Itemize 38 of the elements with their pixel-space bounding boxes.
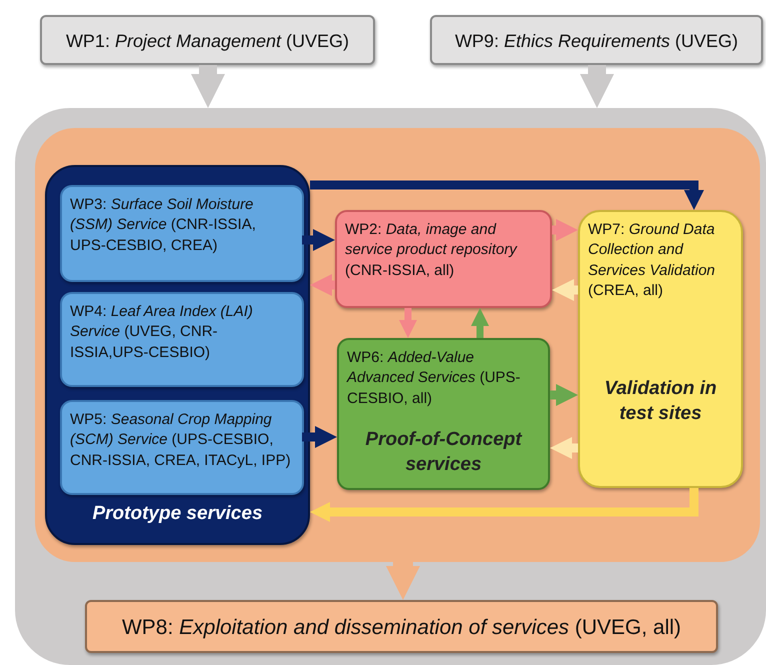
package-title: WP3: Surface Soil Moisture (SSM) Service (CNR-ISSIA, UPS-CESBIO, CREA) — [69, 195, 257, 256]
package-title: WP4: Leaf Area Index (LAI) Service (UVEG, CNR-ISSIA,UPS-CESBIO) — [69, 302, 254, 362]
work-package-box — [60, 400, 304, 495]
package-title: WP2: Data, image and service product repository (CNR-ISSIA, all) — [344, 220, 518, 280]
arrow — [552, 219, 578, 241]
inner-panel — [35, 128, 760, 562]
work-package-box — [430, 15, 763, 65]
arrow — [191, 65, 225, 108]
arrow — [302, 229, 335, 251]
arrow — [399, 308, 417, 338]
work-package-box — [335, 210, 552, 308]
arrow — [310, 180, 704, 210]
work-package-box — [578, 210, 743, 488]
group-panel — [45, 165, 310, 545]
package-title: WP7: Ground Data Collection and Services Validation (CREA, all) — [587, 220, 716, 301]
arrow — [386, 562, 420, 600]
work-package-box — [60, 292, 304, 387]
caption-text: Proof-of-Concept services — [364, 428, 524, 477]
work-package-box — [337, 338, 550, 490]
package-title: WP8: Exploitation and dissemination of services (UVEG, all) — [120, 615, 682, 641]
package-title: WP1: Project Management (UVEG) — [64, 30, 350, 53]
caption-text: Validation in test sites — [603, 377, 718, 426]
caption-text: Prototype services — [91, 502, 264, 526]
work-package-box — [85, 600, 718, 653]
package-title: WP5: Seasonal Crop Mapping (SCM) Service (UPS-CESBIO, CNR-ISSIA, CREA, ITACyL, IPP) — [69, 410, 292, 470]
arrow — [550, 437, 578, 459]
arrow — [310, 274, 335, 296]
outer-panel — [15, 108, 766, 665]
arrow — [552, 279, 578, 301]
arrow — [302, 426, 337, 448]
arrow — [580, 65, 614, 108]
arrow — [471, 308, 489, 338]
work-package-box — [40, 15, 375, 65]
package-title: WP6: Added-Value Advanced Services (UPS-CESBIO, all) — [345, 348, 522, 408]
arrow — [310, 488, 698, 522]
work-package-box — [60, 185, 304, 282]
package-title: WP9: Ethics Requirements (UVEG) — [454, 30, 740, 53]
arrow — [550, 384, 578, 406]
